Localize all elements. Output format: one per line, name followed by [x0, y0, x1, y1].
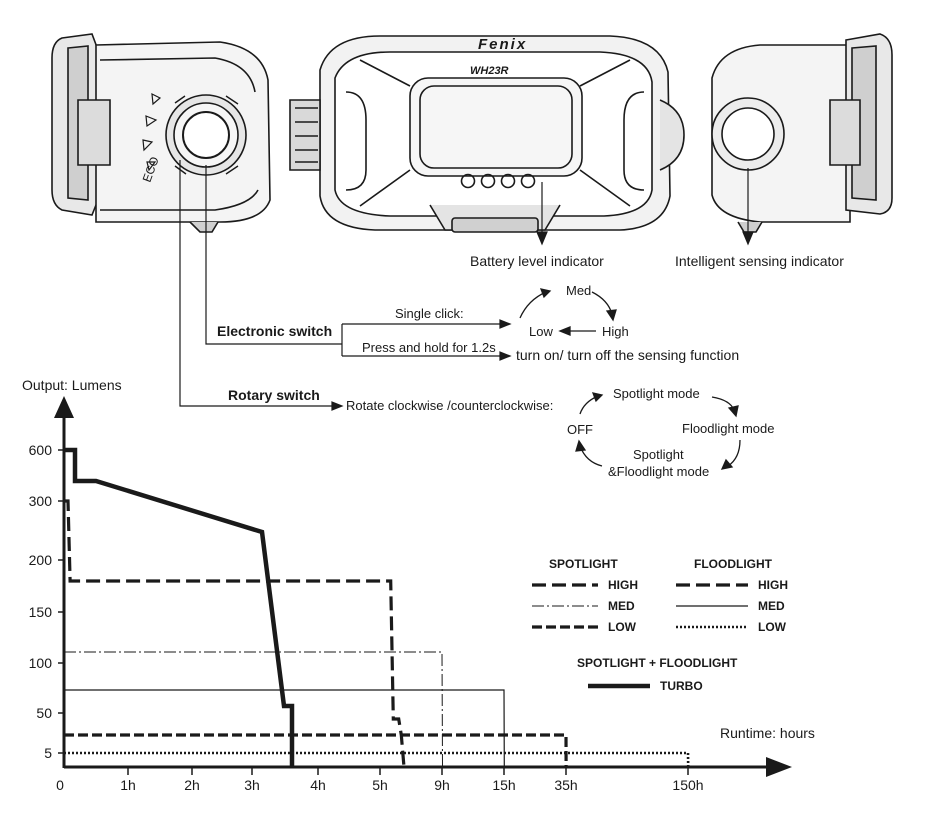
- mode-off-label: OFF: [567, 422, 593, 437]
- sensing-indicator-label: Intelligent sensing indicator: [675, 253, 844, 269]
- y-axis-arrow: [54, 396, 74, 418]
- x-tick-label: 2h: [184, 777, 200, 793]
- x-tick-label: 9h: [434, 777, 450, 793]
- y-tick-label: 300: [29, 493, 53, 509]
- x-tick-label: 4h: [310, 777, 326, 793]
- legend-spot-med: MED: [608, 599, 635, 613]
- series-line-spotlight-high: [64, 499, 406, 768]
- rotary-mode-marks: [142, 92, 162, 172]
- runtime-chart: Output: Lumens Runtime: hours 5 50 100 150 2…: [22, 377, 815, 793]
- y-tick-label: 5: [44, 745, 52, 761]
- cycle-high-label: High: [602, 324, 629, 339]
- battery-indicator-label: Battery level indicator: [470, 253, 604, 269]
- legend-spot-high: HIGH: [608, 578, 638, 592]
- y-tick-label: 100: [29, 655, 53, 671]
- x-tick-label: 35h: [554, 777, 577, 793]
- legend-flood-med: MED: [758, 599, 785, 613]
- x-tick-label: 0: [56, 777, 64, 793]
- series-group: [64, 447, 690, 768]
- mode-both-label-line2: &Floodlight mode: [608, 464, 709, 479]
- headlamp-front-view: [289, 35, 685, 233]
- legend: SPOTLIGHT FLOODLIGHT HIGH HIGH MED MED L…: [532, 557, 788, 693]
- headlamp-right-view: [711, 33, 893, 233]
- model-label: WH23R: [470, 65, 509, 77]
- x-tick-group: 0 1h 2h 3h 4h 5h 9h 15h 35h 150h: [56, 767, 704, 793]
- mode-spotlight-label: Spotlight mode: [613, 386, 700, 401]
- series-line-floodlight-low: [64, 751, 690, 768]
- legend-turbo: TURBO: [660, 679, 703, 693]
- series-line-spotlight-med: [64, 651, 443, 768]
- sensing-function-label: turn on/ turn off the sensing function: [516, 347, 739, 363]
- x-axis-label: Runtime: hours: [720, 725, 815, 741]
- single-click-label: Single click:: [395, 306, 464, 321]
- series-line-spotlight-floodlight-turbo: [64, 447, 295, 767]
- y-tick-label: 150: [29, 604, 53, 620]
- press-hold-label: Press and hold for 1.2s: [362, 340, 496, 355]
- x-tick-label: 5h: [372, 777, 388, 793]
- cycle-low-label: Low: [529, 324, 553, 339]
- mode-floodlight-label: Floodlight mode: [682, 421, 775, 436]
- legend-header-combo: SPOTLIGHT + FLOODLIGHT: [577, 656, 738, 670]
- legend-header-floodlight: FLOODLIGHT: [694, 557, 773, 571]
- x-tick-label: 15h: [492, 777, 515, 793]
- rotate-label: Rotate clockwise /counterclockwise:: [346, 398, 553, 413]
- callout-lines: [179, 160, 754, 411]
- legend-flood-low: LOW: [758, 620, 787, 634]
- series-line-floodlight-med: [64, 689, 505, 768]
- series-line-spotlight-low: [64, 733, 568, 768]
- y-tick-group: 5 50 100 150 200 300 600: [29, 442, 64, 761]
- legend-spot-low: LOW: [608, 620, 637, 634]
- brightness-cycle-arrows: [519, 288, 617, 336]
- x-tick-label: 150h: [672, 777, 703, 793]
- mode-both-label-line1: Spotlight: [633, 447, 684, 462]
- cycle-med-label: Med: [566, 283, 591, 298]
- rotary-switch-label: Rotary switch: [228, 387, 320, 403]
- x-tick-label: 1h: [120, 777, 136, 793]
- legend-flood-high: HIGH: [758, 578, 788, 592]
- electronic-switch-label: Electronic switch: [217, 323, 332, 339]
- legend-header-spotlight: SPOTLIGHT: [549, 557, 618, 571]
- mode-cycle-arrows: [575, 392, 741, 470]
- y-tick-label: 50: [36, 705, 52, 721]
- x-tick-label: 3h: [244, 777, 260, 793]
- headlamp-left-view: [51, 33, 271, 233]
- x-axis-arrow: [766, 757, 792, 777]
- brand-logo: Fenix: [478, 36, 527, 53]
- y-tick-label: 200: [29, 552, 53, 568]
- y-axis-label: Output: Lumens: [22, 377, 122, 393]
- y-tick-label: 600: [29, 442, 53, 458]
